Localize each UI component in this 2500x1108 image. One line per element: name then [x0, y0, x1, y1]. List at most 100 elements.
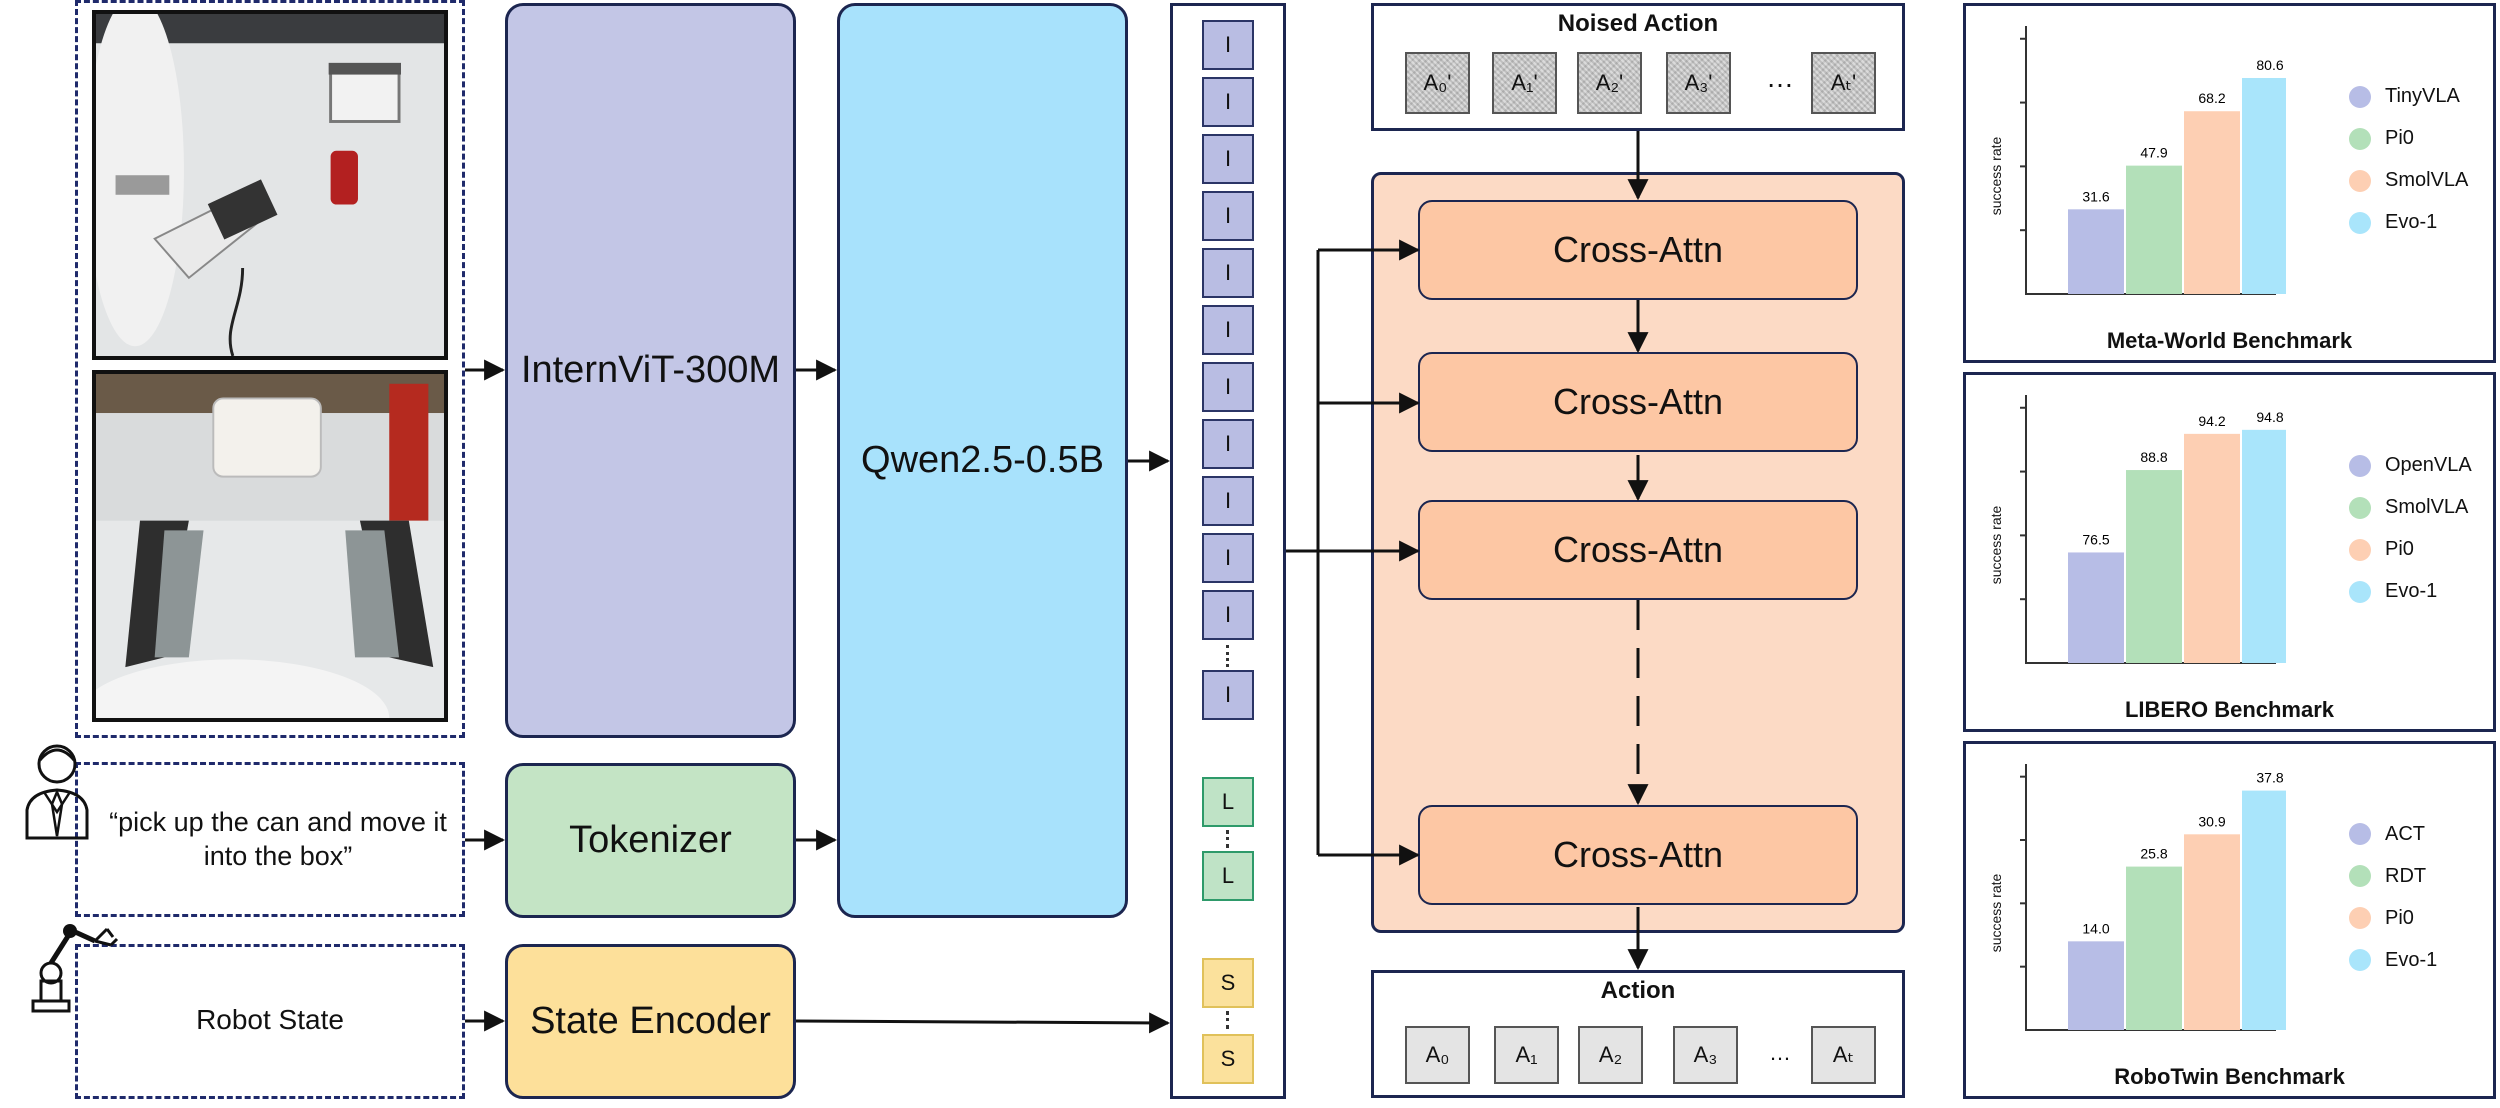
cross-attn-block: Cross-Attn [1418, 805, 1858, 905]
cross-attn-block: Cross-Attn [1418, 352, 1858, 452]
cross-attn-block: Cross-Attn [1418, 500, 1858, 600]
legend-swatch [2349, 823, 2371, 846]
noised-action-ellipsis: … [1766, 62, 1794, 93]
chart-title: RoboTwin Benchmark [2114, 1064, 2345, 1089]
legend-swatch [2349, 538, 2371, 561]
bar-plot: 31.647.968.280.6 [2020, 26, 2286, 295]
noised-action-token: A₀' [1405, 52, 1470, 114]
bar-value-label: 94.8 [2256, 409, 2283, 425]
bar [2126, 470, 2182, 663]
token-sequence-panel [1170, 3, 1286, 1099]
human-icon [22, 740, 92, 840]
image-token: I [1202, 419, 1254, 469]
image-token: I [1202, 305, 1254, 355]
legend-item: Pi0 [2349, 127, 2414, 150]
image-token: I [1202, 134, 1254, 184]
robot-state-text: Robot State [196, 1004, 344, 1035]
state-token: S [1202, 1034, 1254, 1084]
robot-state-input-group [75, 944, 465, 1099]
token-ellipsis [1226, 1011, 1230, 1029]
robot-arm-icon [25, 915, 125, 1015]
legend-swatch [2349, 211, 2371, 234]
action-token: Aₜ [1811, 1026, 1876, 1084]
legend-label: SmolVLA [2385, 496, 2469, 519]
bar-value-label: 14.0 [2082, 920, 2109, 936]
qwen-llm-block: Qwen2.5-0.5B [837, 3, 1128, 918]
state-token: S [1202, 958, 1254, 1008]
image-token: I [1202, 590, 1254, 640]
action-token: A₂ [1578, 1026, 1643, 1084]
legend-label: Evo-1 [2385, 948, 2438, 971]
bar-value-label: 88.8 [2140, 449, 2167, 465]
legend-item: TinyVLA [2349, 85, 2460, 108]
image-input-group [75, 0, 465, 738]
legend-label: RDT [2385, 864, 2427, 887]
bar-value-label: 37.8 [2256, 770, 2283, 786]
legend-swatch [2349, 580, 2371, 603]
chart-title: LIBERO Benchmark [2124, 697, 2335, 722]
bar-value-label: 76.5 [2082, 531, 2109, 547]
legend-swatch [2349, 127, 2371, 150]
legend-swatch [2349, 496, 2371, 519]
noised-action-token: A₃' [1666, 52, 1731, 114]
action-output-panel [1371, 970, 1905, 1098]
legend-swatch [2349, 907, 2371, 930]
robot-camera-image-wrist [92, 370, 448, 722]
bar [2126, 165, 2182, 294]
token-ellipsis [1226, 830, 1230, 848]
legend-label: ACT [2385, 822, 2425, 845]
action-token: A₀ [1405, 1026, 1470, 1084]
legend-label: SmolVLA [2385, 169, 2469, 192]
bar-value-label: 94.2 [2198, 413, 2225, 429]
action-token: A₁ [1494, 1026, 1559, 1084]
legend-item: Evo-1 [2349, 211, 2437, 234]
noised-action-token: A₁' [1492, 52, 1557, 114]
bar [2184, 834, 2240, 1030]
robot-camera-image-top [92, 10, 448, 360]
bar [2126, 866, 2182, 1030]
legend-label: Pi0 [2385, 906, 2414, 929]
legend-swatch [2349, 85, 2371, 108]
legend-item: Evo-1 [2349, 949, 2437, 972]
bar [2068, 209, 2124, 294]
legend-label: OpenVLA [2385, 454, 2472, 477]
bar-value-label: 47.9 [2140, 145, 2167, 161]
legend-item: Pi0 [2349, 907, 2414, 930]
legend-item: Pi0 [2349, 538, 2414, 561]
legend-label: TinyVLA [2385, 85, 2460, 108]
legend-label: Pi0 [2385, 538, 2414, 561]
bar-value-label: 30.9 [2198, 813, 2225, 829]
legend-item: Evo-1 [2349, 580, 2437, 603]
bar-value-label: 25.8 [2140, 846, 2167, 862]
legend-swatch [2349, 865, 2371, 888]
bar [2242, 790, 2286, 1030]
legend-item: RDT [2349, 865, 2426, 888]
image-token: I [1202, 476, 1254, 526]
legend-item: SmolVLA [2349, 169, 2468, 192]
internvit-block: InternViT-300M [505, 3, 796, 738]
noised-action-panel [1371, 3, 1905, 131]
legend-label: Evo-1 [2385, 211, 2438, 234]
legend-item: ACT [2349, 823, 2425, 846]
bar [2242, 77, 2286, 294]
image-token: I [1202, 77, 1254, 127]
language-token: L [1202, 851, 1254, 901]
image-token: I [1202, 533, 1254, 583]
action-output-title: Action [1600, 977, 1676, 1004]
action-ellipsis: … [1769, 1040, 1791, 1065]
tokenizer-block: Tokenizer [505, 763, 796, 918]
image-token: I [1202, 248, 1254, 298]
legend-swatch [2349, 169, 2371, 192]
bar [2068, 552, 2124, 663]
legend-item: SmolVLA [2349, 496, 2468, 519]
state-encoder-block: State Encoder [505, 944, 796, 1099]
noised-action-token: A₂' [1577, 52, 1642, 114]
bar [2184, 433, 2240, 663]
legend-label: Evo-1 [2385, 580, 2438, 603]
legend-swatch [2349, 949, 2371, 972]
language-token: L [1202, 777, 1254, 827]
noised-action-title: Noised Action [1557, 10, 1719, 37]
